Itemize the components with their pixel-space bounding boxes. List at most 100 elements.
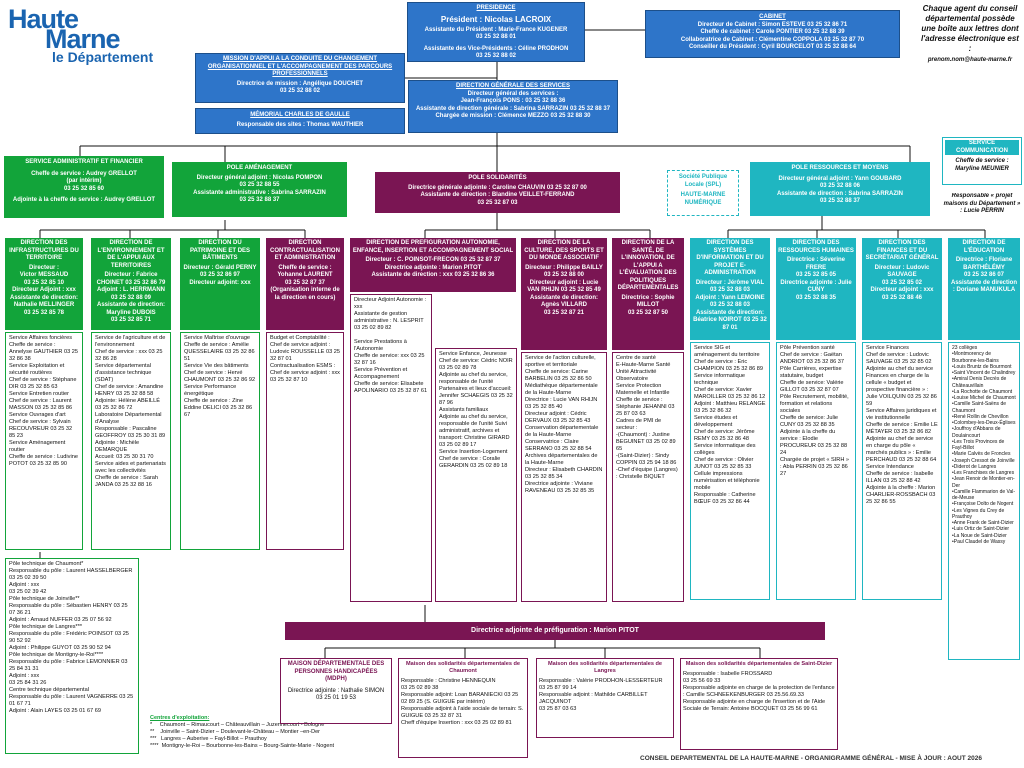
service-communication-line1: Cheffe de service : Maryline MEUNIER [955,158,1009,172]
dir-infrastructures-body: Directeur : Victor MESSAUD 03 25 32 85 1… [9,264,78,316]
dir-infrastructures-box: DIRECTION DES INFRASTRUCTURES DU TERRITO… [5,238,83,330]
pole-amenagement-line3: Assistante administrative : Sabrina SARR… [193,189,326,196]
dir-systemes-title: DIRECTION DES SYSTÈMES D'INFORMATION ET … [696,240,764,276]
prefiguration-bar: Directrice adjointe de préfiguration : M… [285,622,825,640]
spl-line3: HAUTE-MARNE [680,192,726,198]
prefiguration-text: Directrice adjointe de préfiguration : M… [471,627,639,634]
memorial-box: MÉMORIAL CHARLES DE GAULLE Responsable d… [195,108,405,134]
services-infrastructures: Service Affaires foncières Cheffe de ser… [5,332,83,550]
pole-solidarites-box: POLE SOLIDARITÉS Directrice générale adj… [375,172,620,213]
presidence-line4: 03 25 32 88 02 [475,53,517,59]
dir-systemes-box: DIRECTION DES SYSTÈMES D'INFORMATION ET … [690,238,770,340]
pole-ressources-line4: 03 25 32 88 37 [819,198,861,204]
services-culture: Service de l'action culturelle, sportive… [521,352,607,602]
pole-amenagement-title: POLE AMÉNAGEMENT [226,165,293,171]
services-finances-text: Service Finances Chef de service : Ludov… [866,345,938,505]
spl-box: Société Publique Locale (SPL) HAUTE-MARN… [667,170,739,216]
dir-prefiguration-body: Directeur : C. POINSOT-FRECON 03 25 32 8… [365,257,501,278]
ms-stdizier-title: Maison des solidarités départementales d… [685,661,833,667]
services-sante-text: Centre de santé E-Haute-Marne Santé Unit… [616,355,678,480]
mission-title: MISSION D'APPUI A LA CONDUITE DU CHANGEM… [207,56,393,77]
dir-finances-body: Directeur : Ludovic SAUVAGE 03 25 32 85 … [870,264,934,301]
dir-prefiguration-title: DIRECTION DE PREFIGURATION AUTONOMIE, EN… [352,240,514,254]
service-administratif-line2: (par intérim) [66,178,102,184]
spl-line2: Locale (SPL) [684,181,722,188]
dgs-box: DIRECTION GÉNÉRALE DES SERVICES Directeu… [408,80,618,133]
logo-haute: Haute [8,4,79,34]
ms-chaumont-body: Responsable : Christine HENNEQUIN 03 25 … [401,677,524,726]
spl-line1: Société Publique [678,174,728,180]
cabinet-line3: Collaboratrice de Cabinet : Clémentine C… [680,36,865,43]
pole-solidarites-line3: 03 25 32 87 03 [477,199,518,206]
presidence-box: PRESIDENCE Président : Nicolas LACROIX A… [407,2,585,62]
ms-langres-title: Maison des solidarités départementales d… [547,661,663,674]
dgs-line2: Jean-François PONS : 03 25 32 88 36 [460,98,566,104]
services-finances: Service Finances Chef de service : Ludov… [862,342,942,600]
ms-stdizier-box: Maison des solidarités départementales d… [680,658,838,750]
pole-ressources-line1: Directeur général adjoint : Yann GOUBARD [778,175,902,182]
services-contractualisation-text: Budget et Comptabilité : Chef de service… [270,335,340,383]
email-address: prenom.nom@haute-marne.fr [927,57,1013,63]
services-contractualisation: Budget et Comptabilité : Chef de service… [266,332,344,550]
services-sante: Centre de santé E-Haute-Marne Santé Unit… [612,352,684,602]
ms-langres-body: Responsable : Valérie PRODHON-LESSERTEUR… [539,677,663,712]
dir-sante-title: DIRECTION DE LA SANTÉ, DE L'INNOVATION, … [617,240,679,291]
pole-ressources-line2: 03 25 32 88 06 [819,183,861,189]
services-patrimoine-text: Service Maîtrise d'ouvrage Cheffe de ser… [184,335,256,418]
dir-education-box: DIRECTION DE L'ÉDUCATION Directrice : Fl… [948,238,1020,340]
services-education-text: 23 collèges •Montmorency de Bourbonne-le… [952,345,1016,545]
dgs-title: DIRECTION GÉNÉRALE DES SERVICES [456,83,570,89]
services-systemes: Service SIG et aménagement du territoire… [690,342,770,600]
service-communication-title: SERVICE COMMUNICATION [945,140,1019,155]
pole-amenagement-box: POLE AMÉNAGEMENT Directeur général adjoi… [172,162,347,217]
pole-amenagement-line2: 03 25 32 88 55 [239,182,280,188]
maisons-responsable-text: Responsable « projet maisons du Départem… [943,193,1021,214]
centres-line2: ** Joinville – Saint-Dizier – Doulevant-… [150,728,320,735]
dir-prefiguration-box: DIRECTION DE PREFIGURATION AUTONOMIE, EN… [350,238,516,292]
services-rh-text: Pôle Prévention santé Chef de service : … [780,345,850,477]
email-note: Chaque agent du conseil départemental po… [920,4,1020,65]
dir-patrimoine-title: DIRECTION DU PATRIMOINE ET DES BÂTIMENTS [189,240,251,261]
cabinet-line2: Cheffe de cabinet : Carole PONTIER 03 25… [700,29,845,35]
dir-education-title: DIRECTION DE L'ÉDUCATION [962,240,1006,254]
logo-departement: le Département [52,49,154,65]
centres-line3: *** Langres – Auberive – Fayl-Billot – P… [150,735,267,742]
president-name: Président : Nicolas LACROIX [440,14,552,24]
centres-line4: **** Montigny-le-Roi – Bourbonne-les-Bai… [150,742,335,749]
service-administratif-line3: 03 25 32 85 60 [63,185,105,192]
ms-chaumont-title: Maison des solidarités départementales d… [405,661,521,674]
pole-amenagement-line4: 03 25 32 88 37 [239,197,280,203]
dgs-line3: Assistante de direction générale : Sabri… [415,105,611,112]
mdph-title: MAISON DÉPARTEMENTALE DES PERSONNES HAND… [287,661,385,682]
dir-rh-title: DIRECTION DES RESSOURCES HUMAINES [778,240,854,254]
services-systemes-text: Service SIG et aménagement du territoire… [694,345,766,505]
service-administratif-line1: Cheffe de service : Audrey GRELLOT [31,170,137,177]
centres-title: Centres d'exploitation: [150,715,210,721]
memorial-line1: Responsable des sites : Thomas WAUTHIER [236,121,364,128]
services-enfance-text: Service Enfance, Jeunesse Chef de servic… [439,351,513,469]
dir-rh-box: DIRECTION DES RESSOURCES HUMAINES Direct… [776,238,856,340]
services-infrastructures-text: Service Affaires foncières Cheffe de ser… [9,335,79,467]
dir-contractualisation-body: Cheffe de service : Yohanne LAURENT 03 2… [270,264,340,301]
dir-contractualisation-title: DIRECTION CONTRACTUALISATION ET ADMINIST… [270,240,340,261]
services-autonomie-text: Directeur Adjoint Autonomie : xxx Assist… [354,297,428,394]
mission-line1: Directrice de mission : Angélique DOUCHE… [236,80,364,87]
presidence-line1: Assistante du Président : Marie-France K… [424,26,568,33]
cabinet-title: CABINET [759,14,786,20]
dir-patrimoine-body: Directeur : Gérald PERNY 03 25 32 86 97 … [183,264,257,286]
service-administratif-box: SERVICE ADMINISTRATIF ET FINANCIER Cheff… [4,156,164,218]
ms-stdizier-body: Responsable : Isabelle FROSSARD 03 25 56… [683,670,835,712]
services-environnement: Service de l'agriculture et de l'environ… [91,332,171,550]
dir-culture-title: DIRECTION DE LA CULTURE, DES SPORTS ET D… [524,240,604,261]
poles-techniques-text: Pôle technique de Chaumont* Responsable … [9,561,134,714]
services-enfance: Service Enfance, Jeunesse Chef de servic… [435,348,517,602]
maisons-responsable: Responsable « projet maisons du Départem… [942,193,1022,225]
services-culture-text: Service de l'action culturelle, sportive… [525,355,603,494]
cabinet-box: CABINET Directeur de Cabinet : Simon EST… [645,10,900,58]
dir-infrastructures-title: DIRECTION DES INFRASTRUCTURES DU TERRITO… [9,240,79,261]
poles-techniques: Pôle technique de Chaumont* Responsable … [5,558,139,754]
dir-education-body: Directrice : Floriane BARTHÉLÉMY 03 25 3… [950,257,1018,293]
dgs-line1: Directeur général des services : [467,90,559,97]
spl-line4: NUMÉRIQUE [684,199,722,206]
